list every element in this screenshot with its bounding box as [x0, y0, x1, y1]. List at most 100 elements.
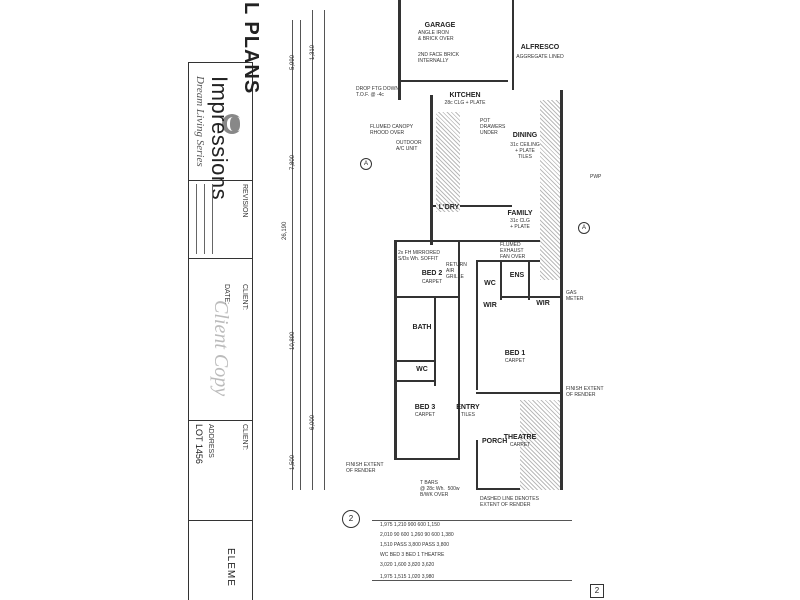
revision-grid	[196, 184, 197, 254]
room-garage: GARAGE	[424, 22, 456, 29]
theatre-hatch	[520, 400, 560, 490]
ceiling-hatch	[436, 112, 460, 212]
title-block-border	[188, 62, 252, 63]
bed-3-finish: CARPET	[414, 412, 436, 418]
dimension-text: 6,000	[310, 414, 316, 430]
dining-ceiling: 31c CEILING + PLATE TILES	[510, 142, 540, 160]
note-dashed-line: DASHED LINE DENOTES EXTENT OF RENDER	[480, 496, 539, 508]
note-t-bars: T BARS @ 28c Wh. 500w B/WK OVER	[420, 480, 460, 498]
room-ensuite: ENS	[509, 272, 525, 279]
wall	[476, 260, 562, 262]
note-flumed-canopy: FLUMED CANOPY RHOOD OVER	[370, 124, 414, 136]
client-label: CLIENT:	[241, 284, 248, 311]
kitchen-ceiling: 28c CLG + PLATE	[444, 100, 486, 106]
note-return-air: RETURN AIR GRILLE	[446, 262, 467, 280]
wall	[474, 240, 562, 242]
wall	[476, 260, 478, 390]
wall	[432, 205, 512, 207]
wall	[434, 296, 436, 386]
room-bed-1: BED 1	[504, 350, 526, 357]
wall	[528, 260, 530, 300]
title-block-border	[252, 62, 253, 600]
eave-hatch	[540, 100, 560, 280]
wall	[476, 488, 562, 490]
title-block	[188, 62, 251, 600]
dimension-text: 5,990	[290, 54, 296, 70]
wall	[394, 458, 458, 460]
room-theatre: THEATRE	[503, 434, 537, 441]
bottom-dimension-row: WC BED 3 BED 1 THEATRE	[380, 552, 445, 558]
note-flumed-exhaust: FLUMED EXHAUST FAN OVER	[500, 242, 526, 260]
wall	[394, 360, 434, 362]
revision-grid	[212, 184, 213, 254]
title-block-divider	[188, 520, 252, 521]
dimension-line	[300, 20, 301, 490]
dimension-text: 26,190	[282, 221, 288, 240]
note-finish-extent: FINISH EXTENT OF RENDER	[346, 462, 384, 474]
note-pot-drawers: POT DRAWERS UNDER	[480, 118, 506, 136]
section-marker-a: A	[578, 222, 590, 234]
section-marker-a: A	[360, 158, 372, 170]
dimension-text: 1,500	[290, 454, 296, 470]
bottom-dimension-row: 1,975 1,210 900 600 1,150	[380, 522, 440, 528]
dimension-text: 1,310	[310, 44, 316, 60]
note-angle-iron: ANGLE IRON & BRICK OVER	[418, 30, 454, 42]
note-finish-extent-2: FINISH EXTENT OF RENDER	[566, 386, 604, 398]
dimension-line	[312, 10, 313, 490]
wall	[398, 0, 401, 100]
wall	[394, 380, 434, 382]
wall	[458, 240, 460, 460]
theatre-finish: CARPET	[509, 442, 531, 448]
wall	[430, 95, 433, 245]
dimension-line	[292, 20, 293, 490]
lot-number: LOT 1456	[194, 424, 204, 464]
dimension-line	[372, 520, 572, 521]
brand-title: Impressions	[207, 76, 232, 201]
bed-1-finish: CARPET	[504, 358, 526, 364]
title-block-divider	[188, 420, 252, 421]
room-dining: DINING	[512, 132, 538, 139]
brand-logo-icon	[222, 114, 243, 134]
note-mirrored-doors: 2x FH MIRRORED S/Ds Wh. SOFFIT	[398, 250, 440, 262]
room-bed-2: BED 2	[421, 270, 443, 277]
note-drop-footing: DROP FTG DOWN T.O.F. @ -4c	[356, 86, 399, 98]
room-porch: PORCH	[482, 438, 508, 445]
family-ceiling: 31c CLG + PLATE	[510, 218, 530, 230]
room-kitchen: KITCHEN	[449, 92, 481, 99]
brand-subtitle: Dream Living Series	[194, 76, 206, 167]
element-label: ELEME	[225, 548, 236, 587]
room-wc-ensuite: WC	[484, 280, 496, 287]
north-point-icon: 2	[342, 510, 360, 528]
wall	[394, 296, 458, 298]
dimension-text: 10,890	[290, 331, 296, 350]
dimension-text: 7,800	[290, 154, 296, 170]
room-bath: BATH	[412, 324, 432, 331]
room-family: FAMILY	[507, 210, 533, 217]
room-bed-3: BED 3	[414, 404, 436, 411]
client-name-label: CLIENT:	[241, 424, 248, 451]
wall	[476, 392, 562, 394]
room-wc: WC	[416, 366, 428, 373]
room-wir-2: WIR	[483, 302, 497, 309]
title-block-divider	[188, 258, 252, 259]
address-label: ADDRESS	[207, 424, 214, 458]
wall	[500, 260, 502, 300]
page-number: 2	[590, 584, 604, 598]
bed-2-finish: CARPET	[421, 279, 443, 285]
entry-finish: TILES	[461, 412, 475, 418]
revision-label: REVISION	[241, 184, 248, 218]
room-entry: ENTRY	[456, 404, 480, 411]
bottom-dimension-row: 1,975 1,515 1,020 3,980	[380, 574, 435, 580]
alfresco-finish: AGGREGATE LINED	[516, 54, 564, 60]
wall	[560, 90, 563, 490]
wall	[512, 0, 514, 90]
bottom-dimension-row: 3,020 1,600 3,820 3,620	[380, 562, 435, 568]
bottom-dimension-row: 2,010 90 600 1,260 90 600 1,380	[380, 532, 454, 538]
wall	[398, 80, 508, 82]
revision-grid	[204, 184, 205, 254]
date-label: DATE:	[223, 284, 230, 305]
note-gas-meter: GAS METER	[566, 290, 584, 302]
note-pwp: PWP	[590, 174, 602, 180]
wall	[500, 296, 562, 298]
